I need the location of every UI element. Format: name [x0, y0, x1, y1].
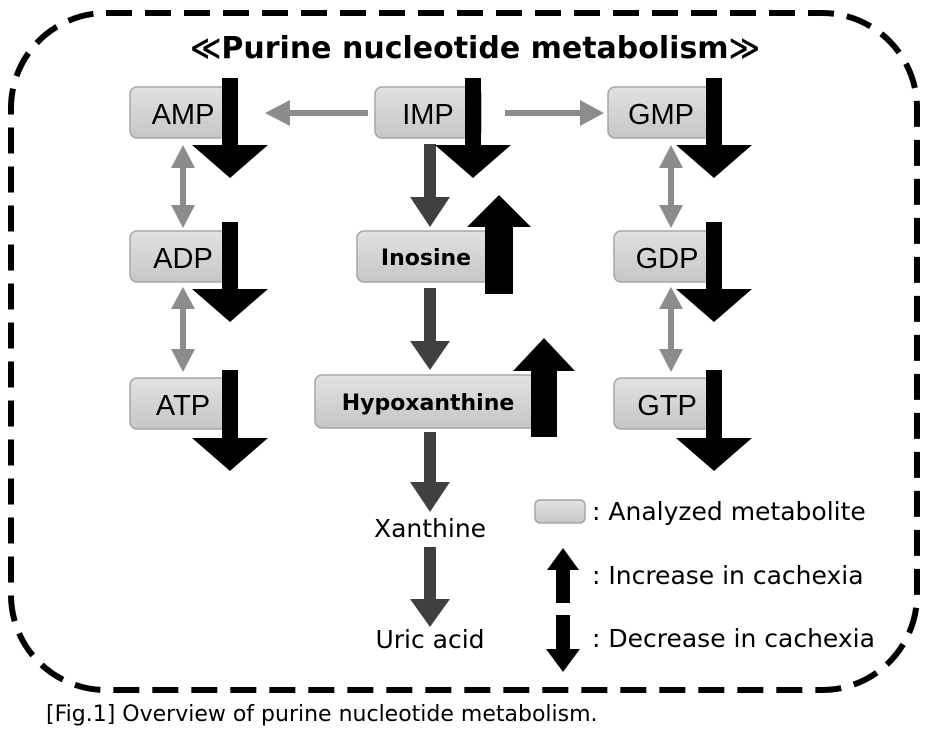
pathway-arrow-inosine-hypoxanthine — [410, 288, 450, 370]
legend-decrease-label: : Decrease in cachexia — [592, 624, 875, 653]
node-xanthine-label: Xanthine — [374, 514, 486, 543]
node-amp: AMP — [129, 86, 237, 139]
node-uric-acid-label: Uric acid — [375, 625, 484, 654]
double-arrow-gmp-gdp — [659, 145, 683, 228]
legend-analyzed-swatch — [534, 499, 586, 524]
pathway-arrow-imp-inosine — [410, 144, 450, 227]
legend-increase-label: : Increase in cachexia — [592, 561, 864, 590]
pathway-arrow-xanthine-uric-acid — [410, 547, 450, 627]
node-adp-label: ADP — [153, 243, 213, 275]
legend: : Analyzed metabolite : Increase in cach… — [534, 497, 875, 672]
double-arrow-amp-adp — [171, 145, 195, 228]
double-arrow-gdp-gtp — [659, 287, 683, 372]
decrease-arrow-gtp — [676, 370, 752, 471]
dashed-frame — [8, 10, 920, 693]
legend-increase-arrow — [547, 548, 579, 603]
increase-arrow-inosine — [467, 195, 531, 294]
conversion-arrow-imp-amp — [265, 100, 368, 126]
node-atp: ATP — [129, 377, 237, 430]
decrease-arrow-gdp — [676, 222, 752, 322]
node-amp-label: AMP — [152, 99, 215, 131]
node-inosine-label: Inosine — [381, 246, 471, 271]
node-gmp-label: GMP — [628, 99, 694, 131]
node-hypoxanthine-label: Hypoxanthine — [342, 391, 515, 416]
conversion-arrow-imp-gmp — [505, 100, 604, 126]
pathway-arrow-hypoxanthine-xanthine — [410, 432, 450, 512]
legend-analyzed-label: : Analyzed metabolite — [592, 497, 866, 526]
node-inosine: Inosine — [356, 230, 496, 283]
figure-caption: [Fig.1] Overview of purine nucleotide me… — [46, 702, 598, 727]
node-atp-label: ATP — [156, 390, 210, 422]
decrease-arrow-gmp — [676, 78, 752, 178]
decrease-arrow-imp — [435, 78, 511, 178]
node-adp: ADP — [129, 230, 237, 283]
node-gdp: GDP — [613, 230, 721, 283]
increase-arrow-hypoxanthine — [513, 338, 575, 437]
node-gmp: GMP — [607, 86, 715, 139]
node-imp-label: IMP — [402, 99, 454, 131]
decrease-arrow-adp — [192, 222, 268, 322]
node-gtp: GTP — [613, 377, 721, 430]
double-arrow-adp-atp — [171, 287, 195, 372]
decrease-arrow-atp — [192, 370, 268, 471]
legend-decrease-arrow — [546, 615, 580, 672]
node-hypoxanthine: Hypoxanthine — [314, 374, 542, 429]
node-gdp-label: GDP — [636, 243, 699, 275]
decrease-arrow-amp — [192, 78, 268, 178]
diagram-title: ≪Purine nucleotide metabolism≫ — [190, 31, 760, 66]
node-gtp-label: GTP — [637, 390, 697, 422]
